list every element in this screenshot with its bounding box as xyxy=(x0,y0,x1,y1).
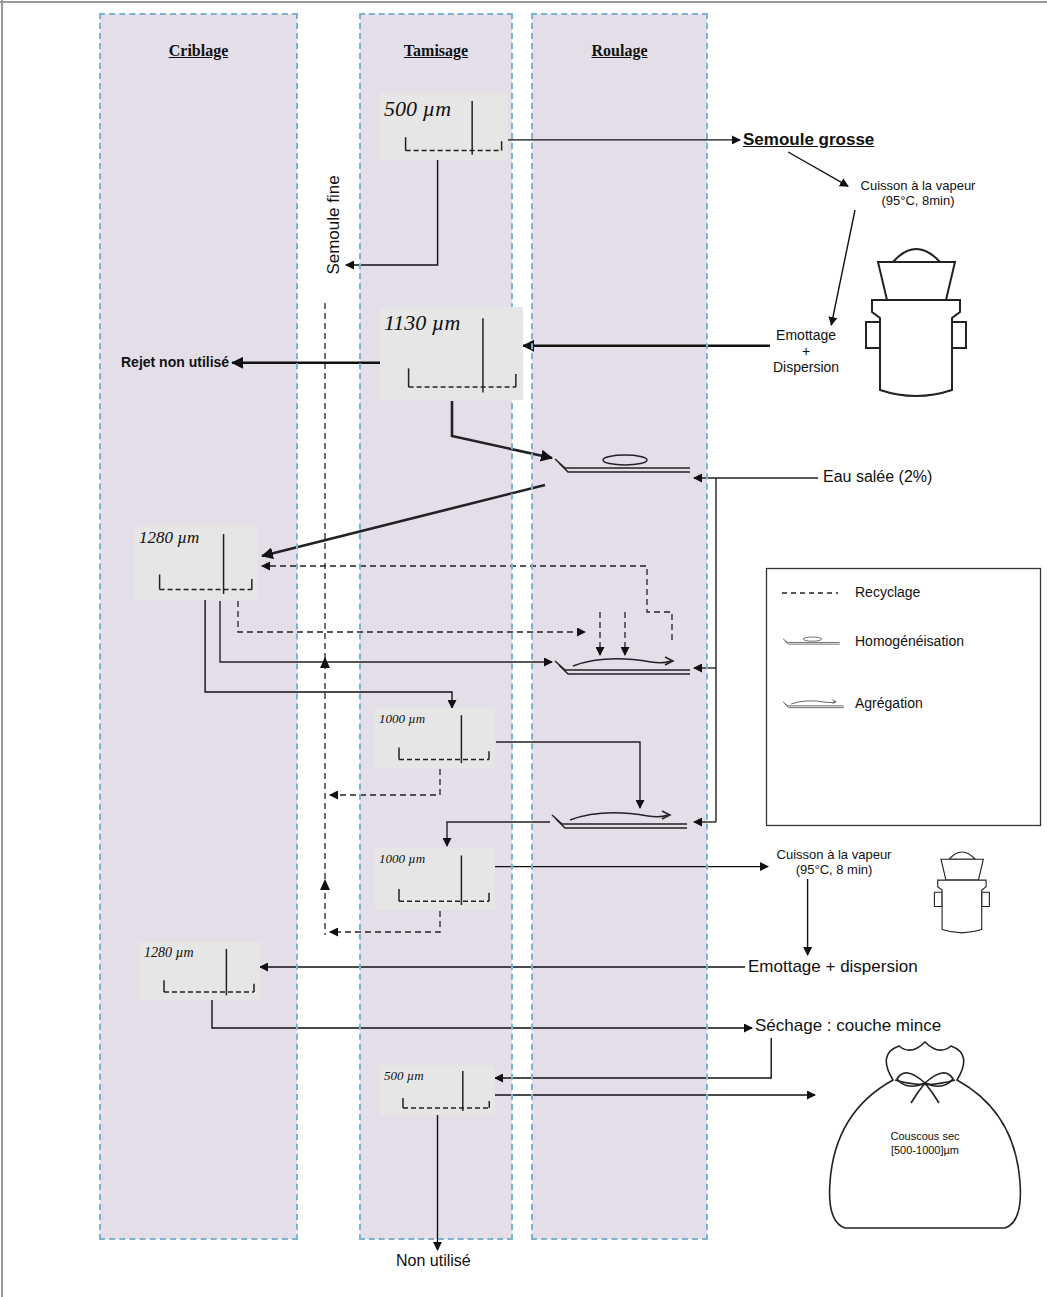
legend-text: Recyclage xyxy=(855,584,920,600)
band-heading: Roulage xyxy=(532,42,707,60)
sieve-box: 500 µm xyxy=(380,1065,495,1115)
process-step: Emottage + dispersion xyxy=(745,955,921,979)
sieve-box: 1280 µm xyxy=(140,942,260,1000)
process-step: Emottage + Dispersion xyxy=(770,325,842,377)
sieve-size: 500 µm xyxy=(380,93,453,122)
flow-arrow xyxy=(495,866,768,867)
sieve-box: 1280 µm xyxy=(135,525,258,600)
node-text: Cuisson à la vapeur (95°C, 8min) xyxy=(851,178,985,208)
node-text: Rejet non utilisé xyxy=(121,354,229,370)
sieve-box: 500 µm xyxy=(380,93,508,160)
node-text: Eau salée (2%) xyxy=(823,468,932,486)
sieve-box: 1000 µm xyxy=(375,848,495,910)
reject-label: Rejet non utilisé xyxy=(118,352,232,372)
node-text: Non utilisé xyxy=(396,1252,471,1270)
flow-arrow xyxy=(260,966,745,967)
node-text: Emottage + dispersion xyxy=(748,957,918,977)
stream-label: Semoule fine xyxy=(322,150,346,300)
sieve-box: 1000 µm xyxy=(375,708,495,768)
sieve-size: 1000 µm xyxy=(375,708,427,727)
sieve-size: 500 µm xyxy=(380,1065,426,1084)
flow-arrow xyxy=(495,1038,771,1078)
flow-arrow xyxy=(508,139,740,140)
sieve-size: 1130 µm xyxy=(380,307,462,336)
flow-arrow xyxy=(495,1094,815,1095)
legend-text: Homogénéisation xyxy=(855,633,964,649)
node-text: Emottage + Dispersion xyxy=(773,327,839,375)
product-bag: Couscous sec [500-1000]µm xyxy=(815,1032,1035,1232)
process-band: Roulage xyxy=(532,14,707,1239)
flow-arrow xyxy=(212,1000,752,1028)
sieve-size: 1280 µm xyxy=(140,942,196,961)
flow-arrow xyxy=(346,160,438,265)
process-step: Cuisson à la vapeur (95°C, 8min) xyxy=(848,176,988,210)
flow-arrow xyxy=(807,879,808,955)
flow-arrow xyxy=(205,600,452,708)
legend-text: Agrégation xyxy=(855,695,923,711)
process-step: Séchage : couche mince xyxy=(752,1014,944,1038)
sieve-box: 1130 µm xyxy=(380,307,523,400)
node-text: Semoule fine xyxy=(324,175,344,274)
process-band: Criblage 1280 µm 1280 µm xyxy=(100,14,297,1239)
product-label: Semoule grosse xyxy=(740,128,877,152)
node-text: Cuisson à la vapeur (95°C, 8 min) xyxy=(771,847,897,877)
reject-label: Non utilisé xyxy=(393,1250,474,1272)
band-heading: Criblage xyxy=(100,42,297,60)
node-text: Séchage : couche mince xyxy=(755,1016,941,1036)
flow-arrow xyxy=(831,210,855,325)
node-text: Couscous sec [500-1000]µm xyxy=(880,1032,970,1158)
process-band: Tamisage 500 µm 1130 µm 1000 µm 1000 µm 500 µ… xyxy=(360,14,512,1239)
flow-arrow xyxy=(523,344,770,347)
sieve-size: 1000 µm xyxy=(375,848,427,867)
node-text: Semoule grosse xyxy=(743,130,874,150)
sieve-size: 1280 µm xyxy=(135,525,201,548)
flow-arrow xyxy=(232,361,380,364)
flow-arrow xyxy=(437,1115,438,1250)
process-step: Cuisson à la vapeur (95°C, 8 min) xyxy=(768,845,900,879)
flow-arrow xyxy=(788,152,848,186)
band-heading: Tamisage xyxy=(360,42,512,60)
input-label: Eau salée (2%) xyxy=(820,466,935,488)
